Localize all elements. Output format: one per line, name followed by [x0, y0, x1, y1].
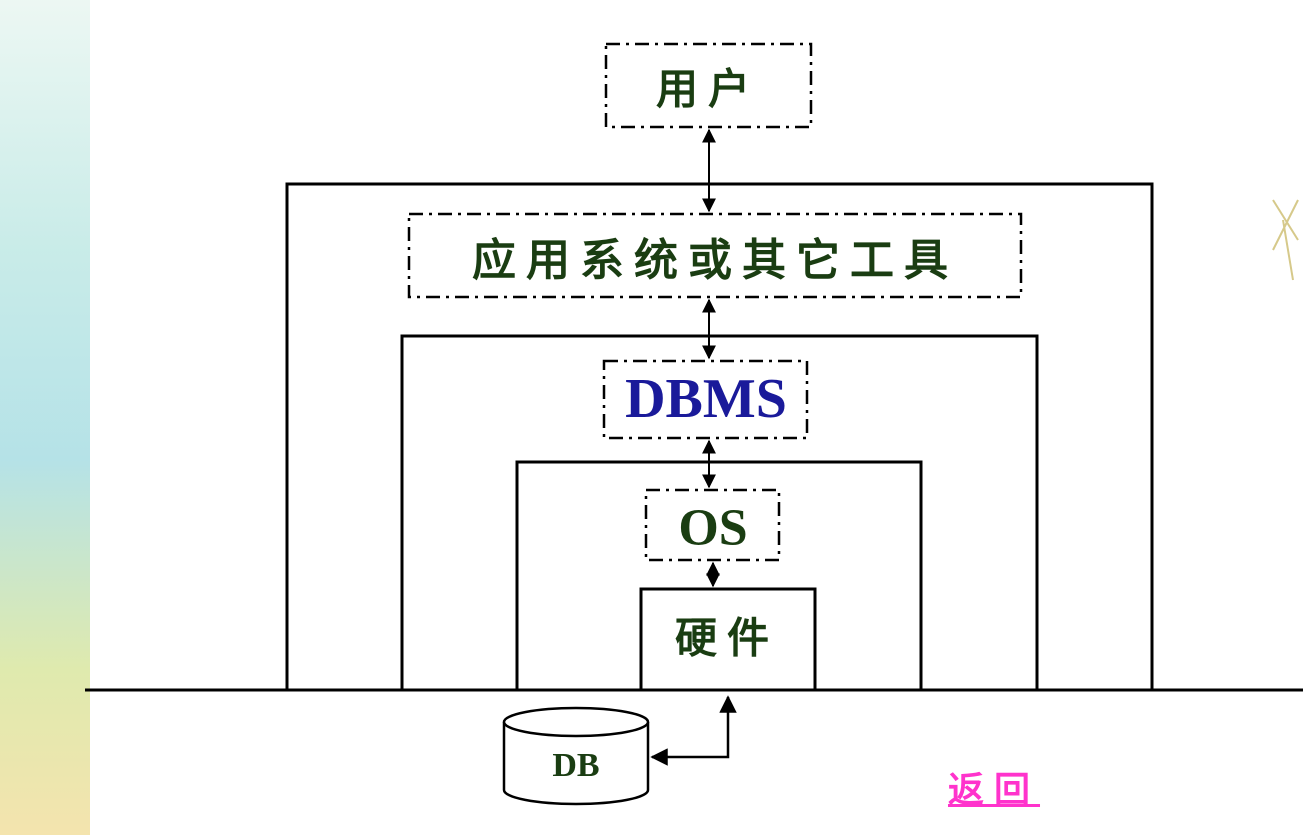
- background-decoration-left: [0, 0, 90, 835]
- app-tools-label: 应用系统或其它工具: [472, 235, 958, 286]
- app-tools-box: [407, 212, 1023, 299]
- dbms-label: DBMS: [625, 368, 787, 430]
- db-cylinder: [502, 706, 650, 806]
- db-label: DB: [552, 747, 600, 784]
- arrow-hardware-db: [650, 695, 737, 766]
- layer-dbms-frame: [400, 334, 1039, 690]
- layer-os-frame: [515, 460, 923, 690]
- user-label: 用户: [655, 64, 761, 114]
- hardware-label: 硬件: [674, 613, 780, 663]
- back-link[interactable]: 返回: [947, 769, 1041, 811]
- layer-app-frame: [285, 182, 1154, 690]
- background-decoration-right: [1272, 199, 1299, 281]
- os-box: [644, 488, 781, 562]
- dbms-box: [602, 359, 809, 440]
- user-box: [604, 42, 813, 129]
- os-label: OS: [678, 499, 748, 557]
- hardware-box: [639, 587, 817, 692]
